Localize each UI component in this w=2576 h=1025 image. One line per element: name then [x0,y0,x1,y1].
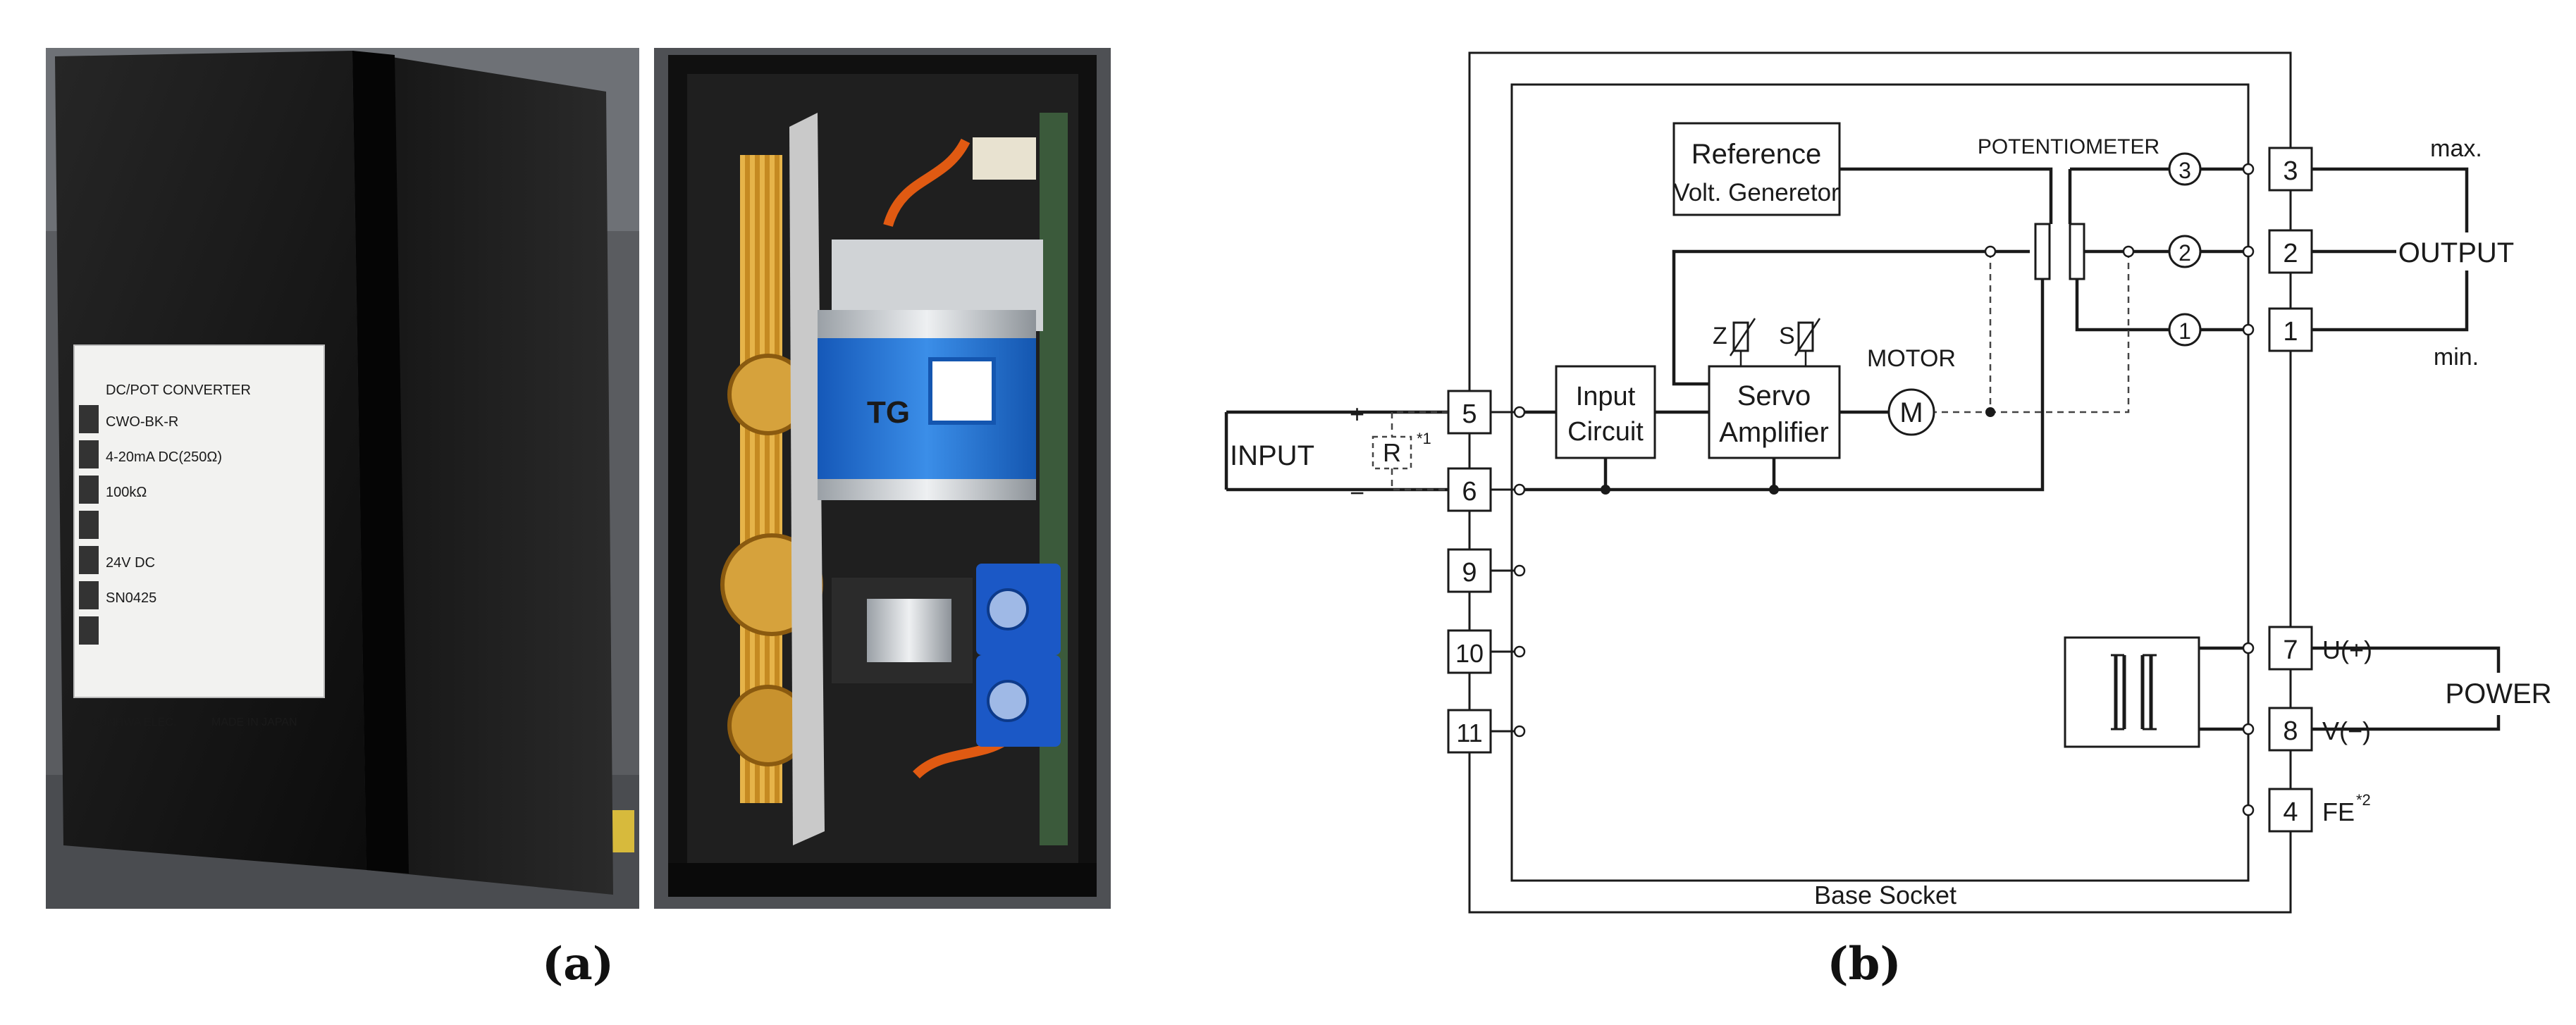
power-label: POWER [2445,678,2551,709]
power-transformer [2064,636,2200,748]
terminal-11-label: 11 [1456,719,1482,747]
converter-outline [1468,51,2292,914]
motor-logo-text: TG [867,395,910,430]
base-socket-label: Base Socket [1814,881,1956,909]
caption-b: (b) [1827,938,1901,990]
terminal-3-label: 3 [2283,156,2298,186]
min-label: min. [2434,344,2479,371]
zero-adjust-trimmer: Z [1713,318,1756,366]
terminal-3: 3 [2242,147,2313,192]
servo-amplifier-block: Servo Amplifier [1708,365,1841,459]
optional-resistor-box [1372,435,1412,470]
terminal-7-label: 7 [2283,635,2298,665]
terminal-2-label: 2 [2283,239,2298,268]
potentiometer-left-element [2034,223,2051,280]
span-adjust-trimmer: S [1779,318,1821,366]
servo-line1: Servo [1737,380,1811,411]
max-label: max. [2430,135,2482,162]
terminal-10: 10 [1447,629,1526,674]
potentiometer-label: POTENTIOMETER [1978,135,2159,159]
terminal-4: 4 [2242,788,2313,833]
motor-label: MOTOR [1867,345,1956,372]
terminal-6-label: 6 [1462,477,1477,507]
photo-converter-closed: DC/POT CONVERTER CWO-BK-R 4-20mA DC(250Ω… [46,48,639,909]
input-circuit-block: Input Circuit [1555,365,1656,459]
terminal-5: 5 [1447,390,1526,435]
v-minus-label: V(−) [2322,716,2371,745]
potentiometer-terminal-circles: 3 2 1 [2168,152,2202,347]
sticker-line-3: 4-20mA DC(250Ω) [106,449,222,465]
terminal-11: 11 [1447,709,1526,754]
sticker-line-1: DC/POT CONVERTER [106,383,251,398]
fe-note: *2 [2356,791,2371,809]
left-terminal-strip: 5 6 9 10 [1447,390,1526,754]
converter-maker-text: SUNHWA ELEC. [92,716,176,728]
servo-line2: Amplifier [1719,417,1829,448]
pot-circle-2: 2 [2178,240,2191,266]
terminal-6: 6 [1447,467,1526,512]
photo-converter-open: TG [654,48,1111,909]
terminal-9-label: 9 [1462,558,1477,588]
reference-voltage-block: Reference Volt. Generetor [1672,122,1841,216]
terminal-8: 8 [2242,707,2313,752]
input-minus: − [1350,478,1364,507]
power-label-backing [2442,673,2555,715]
u-plus-label: U(+) [2322,635,2372,664]
servo-motor: TG [818,310,1036,500]
sticker-line-5: 24V DC [106,555,155,571]
resistor-label: R [1383,438,1401,467]
terminal-5-label: 5 [1462,399,1477,429]
terminal-10-label: 10 [1455,639,1484,668]
pot-circle-1: 1 [2178,318,2191,344]
sticker-line-6: SN0425 [106,590,156,606]
sticker-line-4: 100kΩ [106,485,147,500]
terminal-2: 2 [2242,229,2313,274]
caption-a: (a) [542,938,614,990]
fe-label: FE [2322,797,2355,826]
potentiometer-right-element [2069,223,2085,280]
sticker-line-2: CWO-BK-R [106,414,178,430]
pot-circle-3: 3 [2178,158,2191,183]
motor-m-symbol: M [1899,397,1923,428]
zero-label: Z [1713,323,1727,349]
reference-block-line1: Reference [1691,139,1822,170]
right-terminal-strip: 3 2 1 7 8 [2242,147,2313,833]
terminal-7: 7 [2242,626,2313,671]
sticker-label-column [79,405,99,645]
input-plus: + [1350,399,1364,428]
input-circuit-line1: Input [1576,382,1636,411]
terminal-1-label: 1 [2283,317,2298,347]
base-socket-outline [1510,83,2250,882]
converter-label-sticker: DC/POT CONVERTER CWO-BK-R 4-20mA DC(250Ω… [73,344,325,698]
terminal-8-label: 8 [2283,716,2298,746]
junction-dots [1601,245,2135,495]
input-label: INPUT [1230,440,1314,471]
resistor-note: *1 [1417,430,1431,447]
output-label: OUTPUT [2398,237,2514,268]
terminal-1: 1 [2242,307,2313,352]
wiring-schematic: Base Socket Reference Volt. Generetor In… [1224,51,2555,914]
motor-symbol: MOTOR M [1867,345,1956,436]
span-label: S [1779,323,1795,349]
terminal-9: 9 [1447,548,1526,593]
input-circuit-line2: Circuit [1567,417,1644,447]
output-label-backing [2400,232,2513,271]
reference-block-line2: Volt. Generetor [1673,179,1839,206]
converter-origin-text: MADE IN JAPAN [211,716,297,728]
terminal-4-label: 4 [2283,797,2298,827]
